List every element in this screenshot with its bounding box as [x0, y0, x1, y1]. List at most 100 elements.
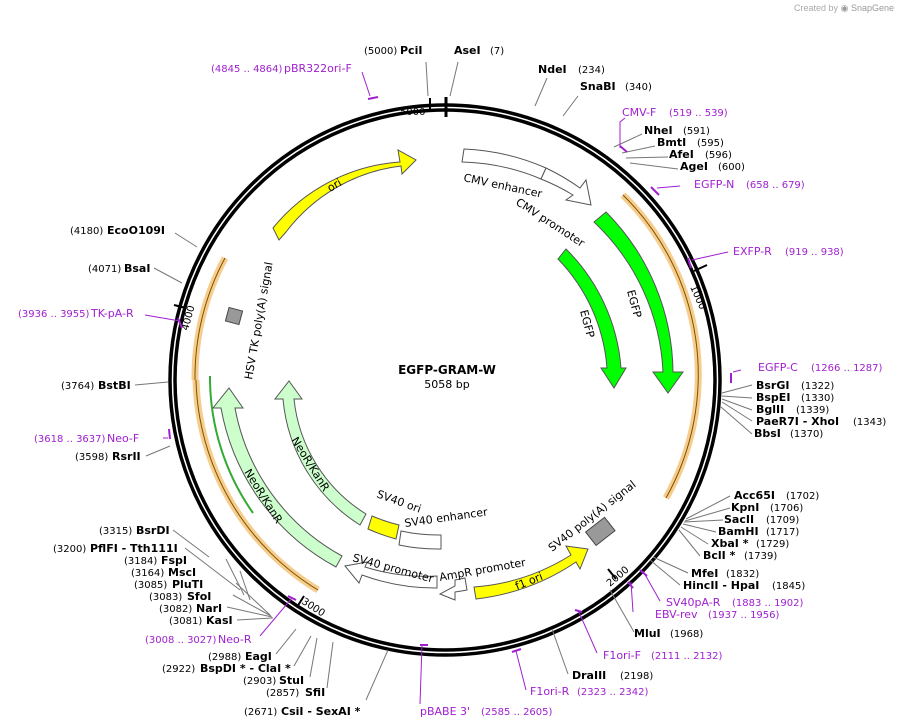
- enzyme-sfoi-name[interactable]: SfoI: [187, 590, 211, 603]
- enzyme-afei-name[interactable]: AfeI: [669, 148, 694, 161]
- primer-cmv-f-name[interactable]: CMV-F: [622, 106, 656, 119]
- primer-egfp-c-name[interactable]: EGFP-C: [758, 361, 798, 374]
- enzyme-asei-pos: (7): [490, 46, 504, 57]
- primer-pbr322ori-f-name[interactable]: pBR322ori-F: [284, 62, 352, 75]
- enzyme-bcli-name[interactable]: BclI *: [703, 549, 736, 562]
- feature-sv40-enhancer-box: [398, 530, 442, 550]
- enzyme-bstbi-pos: (3764): [61, 381, 94, 392]
- enzyme-paer7i-xhoi-name[interactable]: PaeR7I - XhoI: [756, 415, 839, 428]
- enzyme-bsrdi-name[interactable]: BsrDI: [136, 524, 170, 537]
- enzyme-acc65i-pos: (1702): [786, 491, 819, 502]
- enzyme-pcii-pos: (5000): [364, 46, 397, 57]
- enzyme-mfei-name[interactable]: MfeI: [691, 567, 718, 580]
- enzyme-pluti-name[interactable]: PluTI: [172, 578, 203, 591]
- enzyme-rsrii-pos: (3598): [75, 452, 108, 463]
- enzyme-asei-name[interactable]: AseI: [454, 44, 481, 57]
- enzyme-msci-name[interactable]: MscI: [168, 566, 196, 579]
- enzyme-nari-pos: (3082): [159, 604, 192, 615]
- feature-ampr-promoter-arrow: [438, 577, 468, 601]
- feature-egfp-outer-label: EGFP: [624, 288, 644, 319]
- feature-ori-arrow: [272, 149, 417, 241]
- feature-cmv-promoter-label: CMV promoter: [513, 196, 587, 250]
- feature-egfp-outer-arrow: [593, 211, 684, 394]
- enzyme-bmti-pos: (595): [697, 138, 724, 149]
- enzyme-mfei-pos: (1832): [726, 569, 759, 580]
- enzyme-sacii-pos: (1709): [766, 515, 799, 526]
- enzyme-bsai-name[interactable]: BsaI: [124, 262, 150, 275]
- enzyme-ecoo109i-pos: (4180): [70, 226, 103, 237]
- enzyme-bspdi-clai-name[interactable]: BspDI * - ClaI *: [200, 662, 291, 675]
- enzyme-nari-name[interactable]: NarI: [196, 602, 222, 615]
- band-tk-left: [191, 256, 229, 381]
- primer-pbr322ori-f-range: (4845 .. 4864): [211, 64, 283, 75]
- enzyme-kpni-name[interactable]: KpnI: [731, 501, 759, 514]
- enzyme-draiii-name[interactable]: DraIII: [572, 669, 606, 682]
- enzyme-bsrgi-name[interactable]: BsrGI: [756, 379, 789, 392]
- feature-sv40-ori-box: [367, 515, 400, 540]
- feature-neor-outer-arrow: [211, 387, 343, 568]
- enzyme-mlui-name[interactable]: MluI: [634, 627, 661, 640]
- enzyme-sacii-name[interactable]: SacII: [724, 513, 754, 526]
- enzyme-snabi-name[interactable]: SnaBI: [580, 80, 616, 93]
- enzyme-msci-pos: (3164): [131, 568, 164, 579]
- plasmid-name: EGFP-GRAM-W: [398, 363, 496, 377]
- enzyme-bmti-name[interactable]: BmtI: [657, 136, 686, 149]
- enzyme-fspi-name[interactable]: FspI: [161, 554, 187, 567]
- primer-exfp-r-name[interactable]: EXFP-R: [733, 245, 772, 258]
- enzyme-paer7i-xhoi-pos: (1343): [853, 417, 886, 428]
- enzyme-mlui-pos: (1968): [670, 629, 703, 640]
- primer-egfp-n-range: (658 .. 679): [746, 180, 805, 191]
- primer-sv40pa-r-range: (1883 .. 1902): [732, 598, 804, 609]
- primer-f1ori-f-range: (2111 .. 2132): [651, 651, 723, 662]
- enzyme-bglii-name[interactable]: BglII: [756, 403, 784, 416]
- enzyme-snabi-pos: (340): [625, 82, 652, 93]
- primer-cmv-f-range: (519 .. 539): [669, 108, 728, 119]
- enzyme-kasi-name[interactable]: KasI: [206, 614, 233, 627]
- primer-ebv-rev-range: (1937 .. 1956): [708, 610, 780, 621]
- feature-ori-label: ori: [325, 176, 344, 194]
- enzyme-pflfi-tth111i-name[interactable]: PflFI - Tth111I: [90, 542, 178, 555]
- enzyme-ndei-name[interactable]: NdeI: [538, 63, 567, 76]
- enzyme-bbsi-name[interactable]: BbsI: [754, 427, 781, 440]
- enzyme-bamhi-name[interactable]: BamHI: [718, 525, 759, 538]
- enzyme-rsrii-name[interactable]: RsrII: [112, 450, 141, 463]
- primer-f1ori-f-name[interactable]: F1ori-F: [603, 649, 641, 662]
- band-egfp-right-line: [622, 194, 699, 499]
- enzyme-pcii-name[interactable]: PciI: [400, 44, 422, 57]
- enzyme-acc65i-name[interactable]: Acc65I: [734, 489, 775, 502]
- enzyme-hincii-hpai-name[interactable]: HincII - HpaI: [683, 579, 759, 592]
- enzyme-bspei-pos: (1330): [801, 393, 834, 404]
- enzyme-bsai-pos: (4071): [88, 264, 121, 275]
- enzyme-agei-name[interactable]: AgeI: [680, 160, 708, 173]
- enzyme-stui-name[interactable]: StuI: [279, 674, 304, 687]
- primer-pbabe3-name[interactable]: pBABE 3': [420, 705, 470, 718]
- enzyme-eagi-name[interactable]: EagI: [245, 650, 272, 663]
- primer-sv40pa-r-name[interactable]: SV40pA-R: [666, 596, 721, 609]
- feature-sv40-polya-box: [584, 516, 616, 547]
- enzyme-xbai-name[interactable]: XbaI *: [711, 537, 749, 550]
- enzyme-sfii-name[interactable]: SfiI: [305, 686, 325, 699]
- enzyme-pluti-pos: (3085): [134, 580, 167, 591]
- enzyme-ecoo109i-name[interactable]: EcoO109I: [107, 224, 165, 237]
- enzyme-stui-pos: (2903): [243, 676, 276, 687]
- primer-neo-r-name[interactable]: Neo-R: [218, 633, 252, 646]
- primer-egfp-n-name[interactable]: EGFP-N: [694, 178, 734, 191]
- enzyme-nhei-name[interactable]: NheI: [644, 124, 673, 137]
- enzyme-csii-sexai-name[interactable]: CsiI - SexAI *: [281, 705, 361, 718]
- primer-neo-f-name[interactable]: Neo-F: [107, 432, 139, 445]
- feature-neor-outer-label: NeoR/KanR: [241, 467, 285, 526]
- enzyme-bstbi-name[interactable]: BstBI: [98, 379, 131, 392]
- primer-f1ori-r-name[interactable]: F1ori-R: [530, 685, 570, 698]
- enzyme-kpni-pos: (1706): [770, 503, 803, 514]
- enzyme-bspei-name[interactable]: BspEI: [756, 391, 790, 404]
- band-tk-left-line: [194, 257, 226, 381]
- enzyme-nhei-pos: (591): [683, 126, 710, 137]
- primer-neo-r-range: (3008 .. 3027): [145, 635, 217, 646]
- primer-tk-pa-r-name[interactable]: TK-pA-R: [90, 307, 134, 320]
- enzyme-pflfi-tth111i-pos: (3200): [53, 544, 86, 555]
- enzyme-eagi-pos: (2988): [208, 652, 241, 663]
- primer-ebv-rev-name[interactable]: EBV-rev: [655, 608, 698, 621]
- enzyme-bsrgi-pos: (1322): [801, 381, 834, 392]
- primer-neo-f-range: (3618 .. 3637): [34, 434, 106, 445]
